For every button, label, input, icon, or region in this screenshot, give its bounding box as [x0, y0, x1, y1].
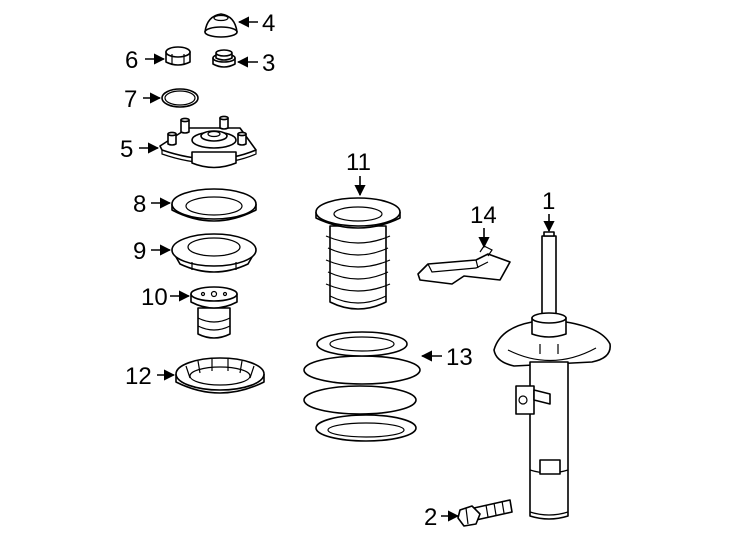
- part-6-cap-nut: [165, 46, 191, 66]
- callout-1-label: 1: [542, 188, 555, 215]
- part-10-bump-stop: [190, 286, 238, 339]
- callout-6-label: 6: [125, 47, 138, 74]
- part-8-upper-spring-seat: [171, 188, 257, 222]
- callout-2: 2: [424, 504, 460, 531]
- callout-1: 1: [542, 188, 555, 233]
- callout-2-label: 2: [424, 504, 437, 531]
- callout-12: 12: [125, 363, 176, 390]
- callout-9-label: 9: [133, 238, 146, 265]
- callout-10: 10: [141, 284, 191, 311]
- part-4-strut-cap: [204, 13, 238, 38]
- callout-7: 7: [124, 86, 162, 113]
- part-12-lower-spring-seat: [175, 357, 265, 394]
- callout-8: 8: [133, 191, 172, 218]
- part-14-bracket: [417, 245, 511, 285]
- callout-9: 9: [133, 238, 172, 265]
- callout-14-label: 14: [470, 202, 497, 229]
- callout-4-label: 4: [262, 10, 275, 37]
- callout-10-label: 10: [141, 284, 168, 311]
- callout-11-label: 11: [346, 149, 371, 176]
- part-11-dust-boot: [315, 197, 401, 310]
- callout-3-label: 3: [262, 50, 275, 77]
- callout-3: 3: [236, 50, 275, 77]
- callout-5: 5: [120, 136, 160, 163]
- part-7-seal-ring: [161, 88, 199, 108]
- part-2-bolt: [457, 499, 513, 527]
- part-13-coil-spring: [303, 331, 421, 442]
- callout-8-label: 8: [133, 191, 146, 218]
- part-5-strut-mount: [159, 115, 257, 169]
- callout-13: 13: [420, 344, 473, 371]
- callout-11: 11: [346, 149, 371, 197]
- callout-14: 14: [470, 202, 497, 249]
- part-9-spring-insulator: [171, 233, 257, 273]
- part-3-flange-nut: [212, 49, 236, 68]
- callout-4: 4: [237, 10, 275, 37]
- part-1-strut-assembly: [493, 231, 611, 520]
- callout-12-label: 12: [125, 363, 152, 390]
- callout-13-label: 13: [446, 344, 473, 371]
- callout-6: 6: [125, 47, 166, 74]
- callout-7-label: 7: [124, 86, 137, 113]
- callout-5-label: 5: [120, 136, 133, 163]
